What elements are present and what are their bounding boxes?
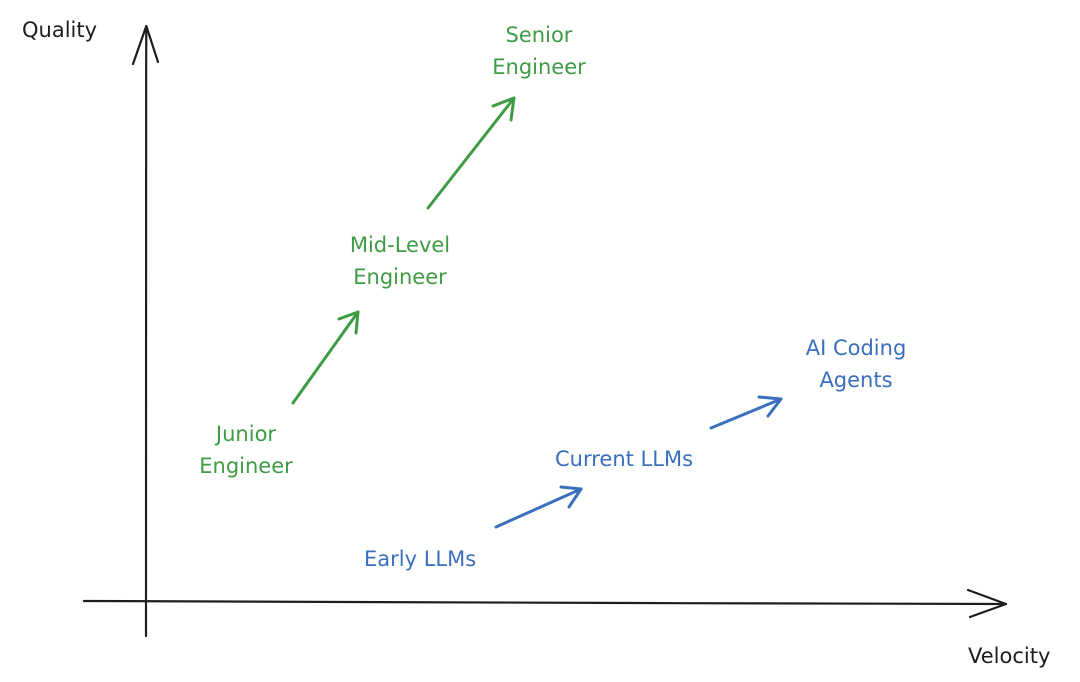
mid-level-engineer-line-2: Engineer (353, 265, 447, 289)
y-axis-label: Quality (22, 18, 98, 42)
arrow-early-to-current (494, 485, 583, 529)
y-axis-arrowhead (131, 24, 160, 66)
senior-engineer-label: Senior Engineer (480, 19, 598, 83)
arrow-mid-to-senior (426, 96, 516, 210)
arrow-current-to-agents (709, 395, 783, 430)
ai-coding-agents-label: AI Coding Agents (786, 332, 926, 396)
x-axis-arrowhead (966, 588, 1008, 619)
mid-level-engineer-line-1: Mid-Level (349, 233, 451, 257)
senior-engineer-line-2: Engineer (492, 55, 586, 79)
junior-engineer-line-2: Engineer (199, 454, 293, 478)
early-llms-label: Early LLMs (364, 547, 477, 571)
y-axis (131, 24, 160, 638)
junior-engineer-line-1: Junior (215, 422, 277, 446)
x-axis-label: Velocity (968, 644, 1051, 668)
junior-engineer-label: Junior Engineer (188, 418, 304, 482)
current-llms-label: Current LLMs (555, 447, 694, 471)
x-axis (82, 588, 1008, 619)
mid-level-engineer-label: Mid-Level Engineer (334, 229, 466, 293)
ai-coding-agents-line-2: Agents (819, 368, 893, 392)
arrow-junior-to-mid (291, 310, 360, 405)
senior-engineer-line-1: Senior (505, 23, 573, 47)
ai-coding-agents-line-1: AI Coding (805, 336, 907, 360)
